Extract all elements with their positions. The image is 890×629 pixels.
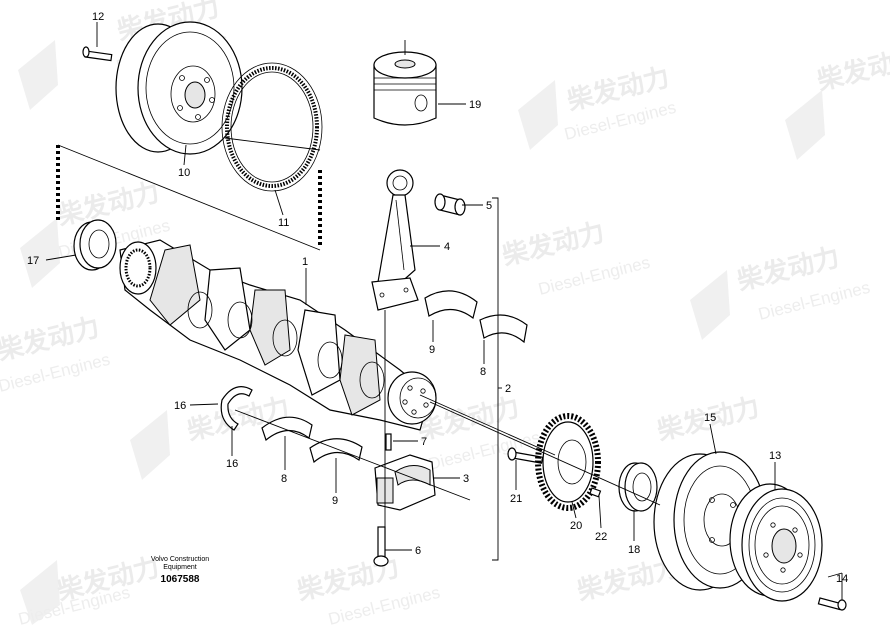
watermark-cn: 柴发动力	[498, 217, 607, 272]
callout-7: 7	[421, 436, 427, 448]
watermark-logo	[18, 40, 825, 625]
callout-3: 3	[463, 473, 469, 485]
callout-22: 22	[595, 531, 607, 543]
thrust-washer	[220, 386, 253, 431]
callout-4: 4	[444, 241, 450, 253]
callout-18: 18	[628, 544, 640, 556]
document-number: 1067588	[160, 574, 200, 585]
callout-16-left: 16	[174, 400, 186, 412]
main-bearing-shell	[309, 438, 363, 464]
callout-2: 2	[505, 383, 511, 395]
crankshaft	[119, 239, 437, 431]
leader-lines	[45, 22, 843, 600]
callout-8-upper: 8	[480, 366, 486, 378]
dowel-pin	[385, 433, 392, 451]
gear-pin	[589, 487, 602, 498]
conrod-bearing-shell	[479, 314, 528, 344]
crankshaft-pulley	[729, 483, 823, 602]
flywheel-bolt	[82, 46, 113, 62]
piston	[373, 51, 437, 126]
callout-13: 13	[769, 450, 781, 462]
callout-15: 15	[704, 412, 716, 424]
callout-11: 11	[278, 217, 289, 229]
pulley-bolt	[817, 597, 847, 611]
cap-bolt	[373, 526, 389, 567]
flywheel	[115, 21, 243, 155]
small-end-bush	[434, 193, 466, 216]
callout-6: 6	[415, 545, 421, 557]
caption-line2: Equipment	[163, 564, 197, 571]
main-bearing-cap	[374, 454, 436, 511]
flywheel-group-frame	[56, 144, 322, 251]
callout-20: 20	[570, 520, 582, 532]
ring-gear	[221, 62, 323, 192]
callout-10: 10	[178, 167, 190, 179]
conrod-bearing-shell	[424, 290, 478, 320]
callout-5: 5	[486, 200, 492, 212]
callout-9-upper: 9	[429, 344, 435, 356]
crankshaft-gear	[535, 413, 601, 511]
callout-14: 14	[836, 573, 848, 585]
callout-16-lower: 16	[226, 458, 238, 470]
front-seal	[618, 462, 658, 512]
callout-9-lower: 9	[332, 495, 338, 507]
callout-8-lower: 8	[281, 473, 287, 485]
center-lines	[224, 40, 661, 535]
callout-19: 19	[469, 99, 481, 111]
caption-line1: Volvo Construction	[150, 556, 210, 563]
callouts: 12 10 11 19 5 4 17 1 9 8 2 16 16 8 9 7 3…	[27, 11, 848, 585]
callout-1: 1	[302, 256, 308, 268]
watermark-cn: 柴发动力	[813, 42, 890, 97]
callout-21: 21	[510, 493, 522, 505]
rear-seal	[73, 219, 117, 271]
callout-17: 17	[27, 255, 39, 267]
gear-bolt	[507, 447, 544, 464]
connecting-rod	[371, 169, 419, 311]
callout-12: 12	[92, 11, 104, 23]
assembly-bracket	[492, 197, 502, 561]
